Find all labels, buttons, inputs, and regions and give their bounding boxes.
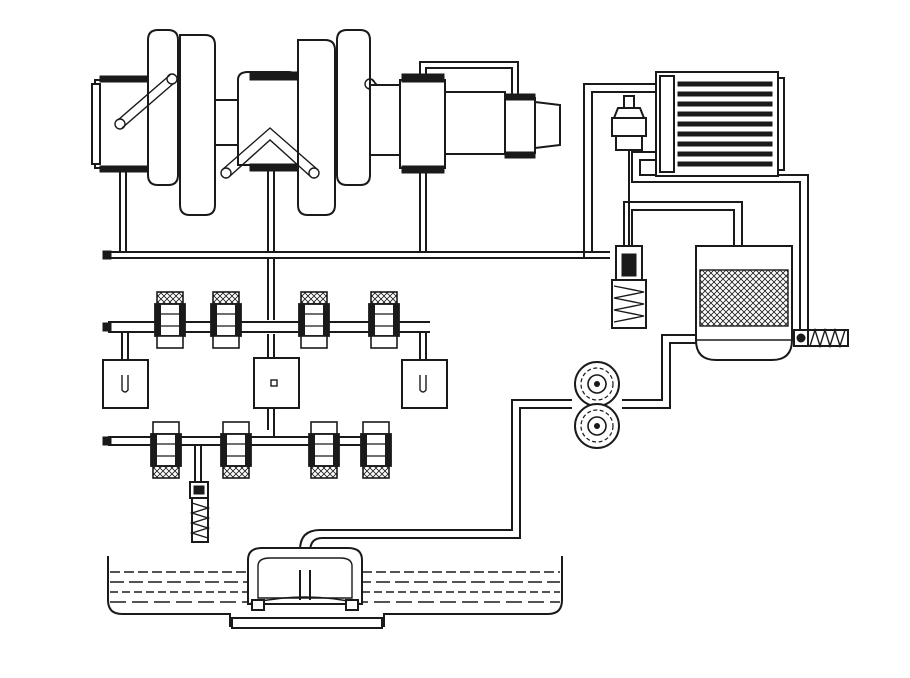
oil-filter-icon bbox=[695, 245, 793, 361]
oil-pressure-switch-icon bbox=[611, 95, 647, 246]
camshaft-bearings-upper bbox=[154, 291, 400, 349]
camshaft-bearing-icon bbox=[308, 421, 340, 479]
hydraulic-tappet-icon bbox=[253, 357, 300, 409]
camshaft-bearing-icon bbox=[220, 421, 252, 479]
camshaft-bearing-icon bbox=[150, 421, 182, 479]
bypass-valve-icon bbox=[793, 327, 849, 349]
camshaft-bearing-icon bbox=[298, 291, 330, 349]
oil-galleries bbox=[102, 61, 809, 600]
pressure-relief-valve-icon bbox=[611, 245, 647, 329]
camshaft-bearing-icon bbox=[210, 291, 242, 349]
hydraulic-tappet-icon bbox=[401, 359, 448, 409]
camshaft-bearings-lower bbox=[150, 421, 392, 479]
pressure-relief-valve-icon bbox=[189, 481, 211, 543]
oil-cooler-icon bbox=[655, 71, 785, 177]
camshaft-bearing-icon bbox=[154, 291, 186, 349]
camshaft-bearing-icon bbox=[368, 291, 400, 349]
gear-pump-icon bbox=[574, 361, 620, 449]
crankshaft-icon bbox=[91, 29, 561, 216]
hydraulic-tappet-icon bbox=[102, 359, 149, 409]
hydraulic-tappets bbox=[102, 357, 448, 409]
oil-strainer-icon bbox=[247, 547, 363, 611]
camshaft-bearing-icon bbox=[360, 421, 392, 479]
